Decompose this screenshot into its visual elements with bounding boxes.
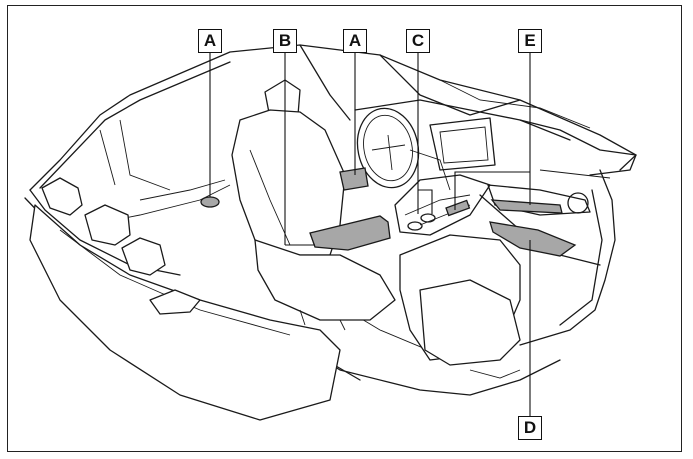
- callout-e-upper-box: E: [518, 29, 542, 53]
- callout-a-front-door: A: [343, 29, 367, 53]
- leader-c-branch: [418, 189, 433, 214]
- callout-a-rear-door: A: [198, 29, 222, 53]
- front-door-pocket-a: [339, 167, 369, 191]
- callout-c-cup-holders: C: [406, 29, 430, 53]
- center-console: [394, 174, 491, 236]
- steering-wheel: [356, 107, 451, 191]
- leader-lines: [209, 52, 531, 416]
- rear-seats: [29, 177, 341, 421]
- glove-box-d: [489, 221, 577, 257]
- storage-highlights: [200, 167, 577, 257]
- driver-seat: [231, 79, 396, 331]
- rear-door-pocket-a: [200, 196, 220, 208]
- callout-d-glove-box: D: [518, 416, 542, 440]
- passenger-seat: [399, 234, 521, 366]
- diagram-frame: [7, 5, 682, 452]
- leader-e-branch: [454, 171, 530, 210]
- callout-b-console-box: B: [273, 29, 297, 53]
- upper-glove-box-e: [490, 199, 563, 214]
